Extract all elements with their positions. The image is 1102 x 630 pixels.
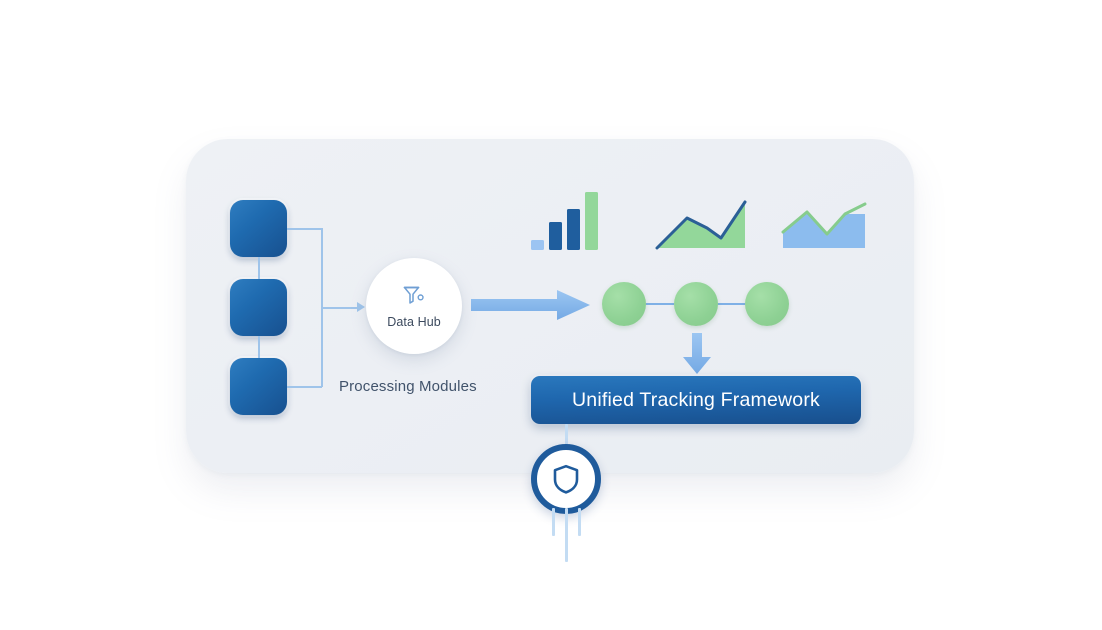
connector-stub-bottom (287, 386, 322, 388)
processing-module-1[interactable] (230, 200, 287, 257)
trail-line-top (565, 424, 568, 448)
framework-banner-label: Unified Tracking Framework (572, 388, 820, 411)
connector-module-1-2 (258, 257, 260, 279)
flow-arrow-right-icon (471, 289, 591, 321)
security-badge[interactable] (531, 444, 601, 514)
tracking-node-3[interactable] (745, 282, 789, 326)
shield-icon (553, 464, 579, 494)
data-hub-label: Data Hub (387, 314, 441, 329)
trail-line-center (565, 508, 568, 562)
unified-tracking-framework-banner[interactable]: Unified Tracking Framework (531, 376, 861, 424)
connector-stub-top (287, 228, 322, 230)
tracking-node-1[interactable] (602, 282, 646, 326)
processing-module-3[interactable] (230, 358, 287, 415)
connector-module-2-3 (258, 336, 260, 358)
mini-area-chart-green (655, 196, 747, 250)
bar-4 (585, 192, 598, 250)
node-connector-2 (718, 303, 745, 305)
trail-line-left (552, 508, 555, 536)
mini-area-chart-blue (781, 196, 867, 250)
processing-module-2[interactable] (230, 279, 287, 336)
bar-3 (567, 209, 580, 250)
processing-modules-caption: Processing Modules (339, 378, 477, 395)
node-connector-1 (646, 303, 674, 305)
tracking-node-2[interactable] (674, 282, 718, 326)
funnel-icon (401, 284, 427, 313)
mini-bar-chart (531, 192, 599, 250)
bar-1 (531, 240, 544, 250)
connector-to-hub (321, 307, 359, 309)
bar-2 (549, 222, 562, 250)
connector-arrowhead-icon (357, 302, 365, 312)
trail-line-right (578, 508, 581, 536)
flow-arrow-down-icon (682, 333, 712, 375)
data-hub-node[interactable]: Data Hub (366, 258, 462, 354)
